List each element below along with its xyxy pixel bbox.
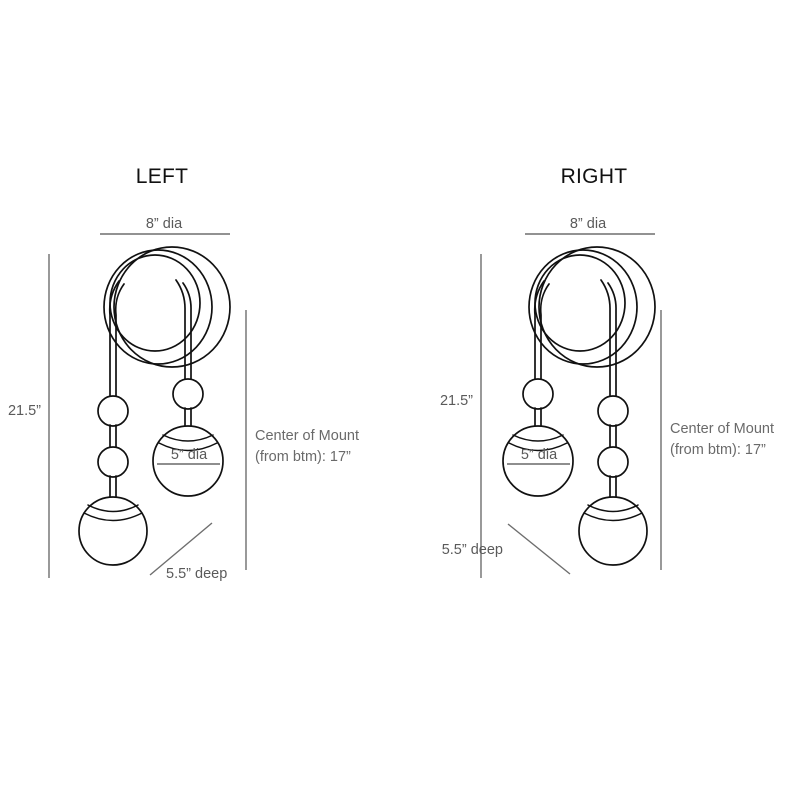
right-backplate-inner-ring: [534, 254, 626, 352]
left-short-arm-stem-outer: [175, 279, 186, 383]
right-width-label: 8” dia: [570, 216, 607, 232]
left-mount-note-line2: (from btm): 17”: [255, 449, 351, 465]
right-five-inch-globe-collar-upper: [512, 434, 564, 442]
right-depth-dimension: 5.5” deep: [442, 523, 571, 575]
left-backplate: [103, 246, 231, 368]
left-large-globe-collar-lower: [83, 512, 143, 522]
right-five-inch-globe-collar-lower: [508, 442, 568, 452]
left-arm-bead-upper: [97, 395, 129, 427]
fixture-right-title: RIGHT: [561, 165, 628, 188]
left-height-label: 21.5”: [8, 403, 41, 419]
left-arm-bead-lower: [97, 446, 129, 478]
right-long-arm-stem-outer: [600, 279, 611, 401]
left-large-globe: [78, 496, 148, 566]
left-height-dimension: 21.5”: [8, 254, 50, 578]
fixture-right: RIGHT 8” dia 21.5” 5” dia: [440, 165, 774, 578]
left-mount-note-line1: Center of Mount: [255, 428, 359, 444]
left-five-inch-globe: [152, 425, 224, 497]
right-short-arm: 5” dia: [502, 280, 574, 497]
right-width-dimension: 8” dia: [525, 216, 655, 235]
right-short-arm-stem-outer: [533, 280, 545, 383]
right-backplate-mid-ring: [528, 249, 638, 365]
right-arm-bead-upper: [597, 395, 629, 427]
right-depth-leader-line: [507, 523, 571, 575]
right-five-inch-globe: [502, 425, 574, 497]
right-backplate-outer-ring: [538, 246, 656, 368]
right-large-globe: [578, 496, 648, 566]
fixture-left-title: LEFT: [136, 165, 189, 188]
fixture-left: LEFT 8” dia 21.5”: [8, 165, 359, 582]
left-width-dimension: 8” dia: [100, 216, 230, 235]
right-globe-label: 5” dia: [521, 447, 558, 463]
right-long-arm: [578, 279, 648, 566]
right-short-arm-bead: [522, 378, 554, 410]
right-mount-note-line1: Center of Mount: [670, 421, 774, 437]
left-short-arm: 5” dia: [152, 279, 224, 497]
left-five-inch-globe-collar-upper: [162, 434, 214, 442]
left-backplate-mid-ring: [103, 249, 213, 365]
left-depth-label: 5.5” deep: [166, 566, 227, 582]
left-long-arm-stem-outer: [108, 280, 120, 401]
left-large-globe-collar-upper: [87, 504, 139, 513]
right-large-globe-collar-lower: [583, 512, 643, 522]
left-globe-label: 5” dia: [171, 447, 208, 463]
right-short-arm-stem-inner: [539, 283, 550, 383]
left-mount-note: Center of Mount (from btm): 17”: [245, 310, 359, 570]
left-long-arm: [78, 280, 148, 566]
right-depth-label: 5.5” deep: [442, 542, 503, 558]
right-height-label: 21.5”: [440, 393, 473, 409]
right-long-arm-stem-inner: [607, 282, 617, 401]
right-backplate: [528, 246, 656, 368]
right-mount-note: Center of Mount (from btm): 17”: [660, 310, 774, 570]
left-depth-dimension: 5.5” deep: [149, 522, 227, 582]
right-mount-note-line2: (from btm): 17”: [670, 442, 766, 458]
right-large-globe-collar-upper: [587, 504, 639, 513]
left-long-arm-stem-inner: [114, 283, 125, 401]
left-short-arm-bead: [172, 378, 204, 410]
left-backplate-outer-ring: [113, 246, 231, 368]
left-width-label: 8” dia: [146, 216, 183, 232]
left-backplate-inner-ring: [109, 254, 201, 352]
left-five-inch-globe-collar-lower: [158, 442, 218, 452]
right-arm-bead-lower: [597, 446, 629, 478]
left-short-arm-stem-inner: [182, 282, 192, 383]
left-depth-leader-line: [149, 522, 213, 576]
right-height-dimension: 21.5”: [440, 254, 482, 578]
